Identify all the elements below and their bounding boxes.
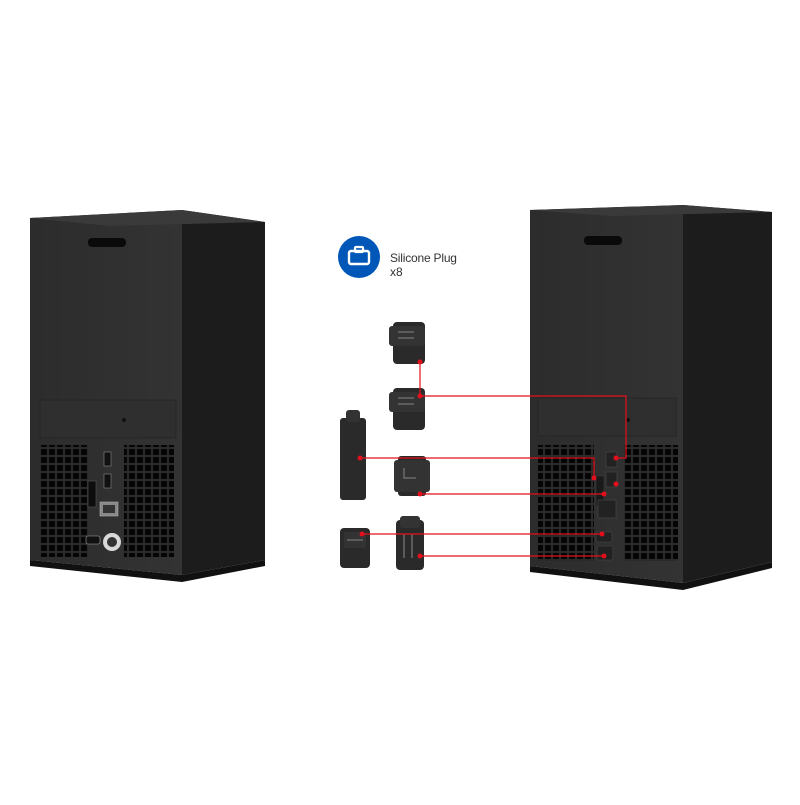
right-console [530,205,772,590]
left-vent-right [124,445,174,557]
ethernet-plug [394,456,430,496]
left-console [30,210,265,582]
left-hdmi-port [85,535,101,545]
usb-plug-top [389,322,425,364]
left-usb-port-2 [103,473,112,489]
power-plug [396,516,424,570]
connector-usb [419,360,627,459]
legend-quantity: x8 [390,265,403,279]
legend-title: Silicone Plug [390,251,457,265]
right-vent-left [538,445,594,561]
right-handle-slot [584,236,622,245]
left-usb-port-1 [103,451,112,467]
plug-icon [338,236,380,278]
connector-long-slot [360,457,595,478]
connector-lines [360,360,627,557]
right-usb-plug-2 [605,471,618,488]
usb-plug-middle [389,388,425,430]
loose-plugs [340,322,430,570]
left-handle-slot [88,238,126,247]
right-vent-right [624,445,678,561]
product-legend: Silicone Plug x8 [338,236,498,280]
connector-dots [357,359,619,559]
long-slot-plug [340,410,366,500]
left-long-slot [87,480,97,508]
left-vent-left [40,445,88,557]
right-ethernet-plug [597,499,617,519]
